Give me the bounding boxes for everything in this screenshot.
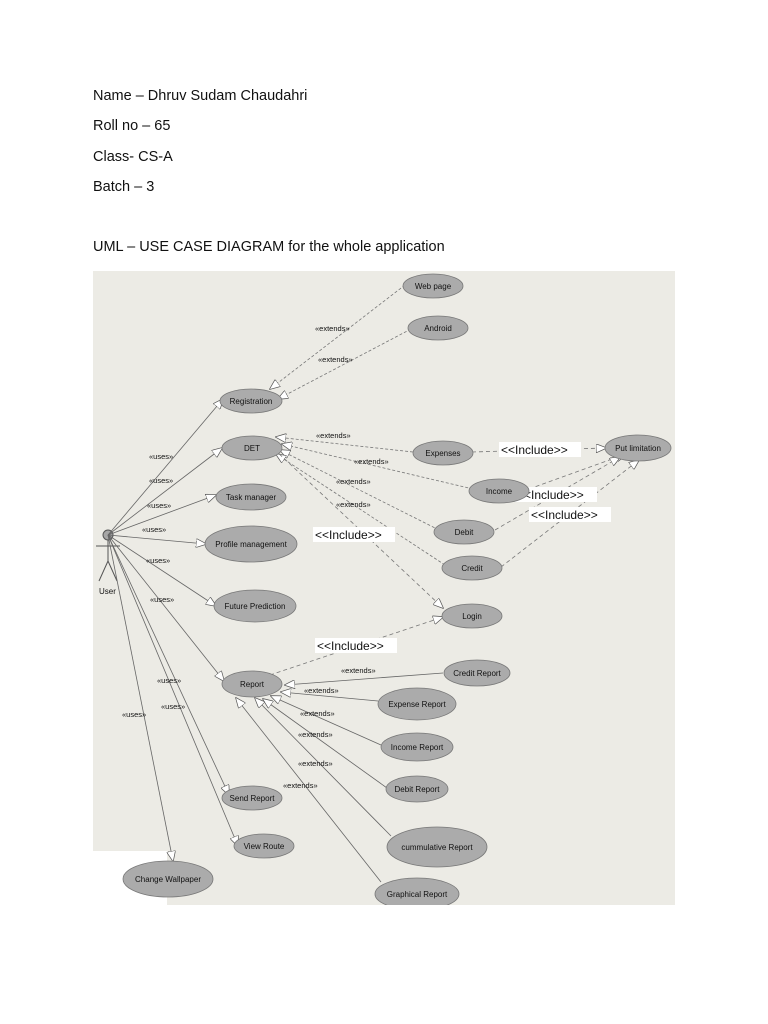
svg-text:Future Prediction: Future Prediction bbox=[225, 602, 286, 611]
svg-text:Report: Report bbox=[240, 680, 265, 689]
extends-label: «extends» bbox=[318, 355, 353, 364]
uses-label: «uses» bbox=[142, 525, 166, 534]
usecase-profile-management: Profile management bbox=[204, 525, 298, 563]
usecase-income: Income bbox=[468, 478, 530, 504]
usecase-view-route: View Route bbox=[233, 833, 295, 859]
svg-text:Expenses: Expenses bbox=[425, 449, 460, 458]
usecase-credit-report: Credit Report bbox=[443, 659, 511, 687]
extends-label: «extends» bbox=[336, 500, 371, 509]
svg-text:Task manager: Task manager bbox=[226, 493, 277, 502]
usecase-cummulative-report: cummulative Report bbox=[386, 826, 488, 868]
use-case-diagram: User «uses» «uses» «uses» «uses» «uses» … bbox=[93, 271, 675, 911]
diagram-background bbox=[93, 271, 675, 905]
usecase-put-limitation: Put limitation bbox=[604, 434, 672, 462]
svg-text:Send Report: Send Report bbox=[230, 794, 276, 803]
include-label: <<Include>> bbox=[531, 508, 598, 522]
usecase-debit-report: Debit Report bbox=[385, 775, 449, 803]
usecase-debit: Debit bbox=[433, 519, 495, 545]
svg-text:Web page: Web page bbox=[415, 282, 452, 291]
svg-text:Android: Android bbox=[424, 324, 452, 333]
uses-label: «uses» bbox=[146, 556, 170, 565]
svg-text:Put limitation: Put limitation bbox=[615, 444, 661, 453]
batch-label: Batch – 3 bbox=[93, 179, 155, 195]
usecase-registration: Registration bbox=[219, 388, 283, 414]
svg-text:View Route: View Route bbox=[244, 842, 285, 851]
svg-text:Registration: Registration bbox=[230, 397, 273, 406]
roll-number: Roll no – 65 bbox=[93, 118, 171, 134]
uses-label: «uses» bbox=[161, 702, 185, 711]
include-label: <<Include>> bbox=[317, 639, 384, 653]
usecase-change-wallpaper: Change Wallpaper bbox=[122, 860, 214, 898]
usecase-report: Report bbox=[221, 670, 283, 698]
svg-text:Debit: Debit bbox=[455, 528, 474, 537]
svg-text:Graphical Report: Graphical Report bbox=[387, 890, 448, 899]
svg-text:DET: DET bbox=[244, 444, 260, 453]
diagram-title: UML – USE CASE DIAGRAM for the whole app… bbox=[93, 239, 445, 255]
svg-text:Change Wallpaper: Change Wallpaper bbox=[135, 875, 201, 884]
extends-label: «extends» bbox=[315, 324, 350, 333]
svg-text:Credit Report: Credit Report bbox=[453, 669, 501, 678]
extends-label: «extends» bbox=[298, 759, 333, 768]
extends-label: «extends» bbox=[283, 781, 318, 790]
uses-label: «uses» bbox=[122, 710, 146, 719]
svg-text:Profile management: Profile management bbox=[215, 540, 287, 549]
usecase-expense-report: Expense Report bbox=[377, 687, 457, 721]
usecase-future-prediction: Future Prediction bbox=[213, 589, 297, 623]
svg-text:Expense Report: Expense Report bbox=[388, 700, 446, 709]
usecase-android: Android bbox=[407, 315, 469, 341]
usecase-expenses: Expenses bbox=[412, 440, 474, 466]
include-labels: <<Include>> <<Include>> <<Include>> <<In… bbox=[313, 442, 611, 653]
class-label: Class- CS-A bbox=[93, 149, 173, 165]
include-label: <<Include>> bbox=[501, 443, 568, 457]
svg-text:Debit Report: Debit Report bbox=[395, 785, 441, 794]
usecase-task-manager: Task manager bbox=[215, 483, 287, 511]
include-label: <<Include>> bbox=[315, 528, 382, 542]
uses-label: «uses» bbox=[149, 476, 173, 485]
svg-text:Income Report: Income Report bbox=[391, 743, 444, 752]
usecase-login: Login bbox=[441, 603, 503, 629]
extends-relations bbox=[270, 284, 474, 566]
uses-associations bbox=[107, 399, 238, 861]
student-name: Name – Dhruv Sudam Chaudahri bbox=[93, 88, 308, 104]
uses-label: «uses» bbox=[157, 676, 181, 685]
extends-label: «extends» bbox=[316, 431, 351, 440]
uses-labels: «uses» «uses» «uses» «uses» «uses» «uses… bbox=[122, 452, 185, 719]
uses-label: «uses» bbox=[149, 452, 173, 461]
usecase-web-page: Web page bbox=[402, 273, 464, 299]
uses-label: «uses» bbox=[147, 501, 171, 510]
svg-text:Credit: Credit bbox=[461, 564, 483, 573]
usecase-send-report: Send Report bbox=[221, 785, 283, 811]
actor-label: User bbox=[99, 587, 116, 596]
svg-text:Income: Income bbox=[486, 487, 513, 496]
extends-label: «extends» bbox=[336, 477, 371, 486]
uses-label: «uses» bbox=[150, 595, 174, 604]
extends-label: «extends» bbox=[300, 709, 335, 718]
usecase-income-report: Income Report bbox=[380, 732, 454, 762]
extends-label: «extends» bbox=[298, 730, 333, 739]
svg-text:Login: Login bbox=[462, 612, 482, 621]
usecase-det: DET bbox=[221, 435, 283, 461]
extends-label: «extends» bbox=[354, 457, 389, 466]
extends-label: «extends» bbox=[341, 666, 376, 675]
usecase-credit: Credit bbox=[441, 555, 503, 581]
svg-text:cummulative Report: cummulative Report bbox=[401, 843, 473, 852]
include-label: <<Include>> bbox=[517, 488, 584, 502]
report-extends-relations bbox=[236, 672, 444, 883]
extends-labels: «extends» «extends» «extends» «extends» … bbox=[283, 324, 389, 790]
extends-label: «extends» bbox=[304, 686, 339, 695]
